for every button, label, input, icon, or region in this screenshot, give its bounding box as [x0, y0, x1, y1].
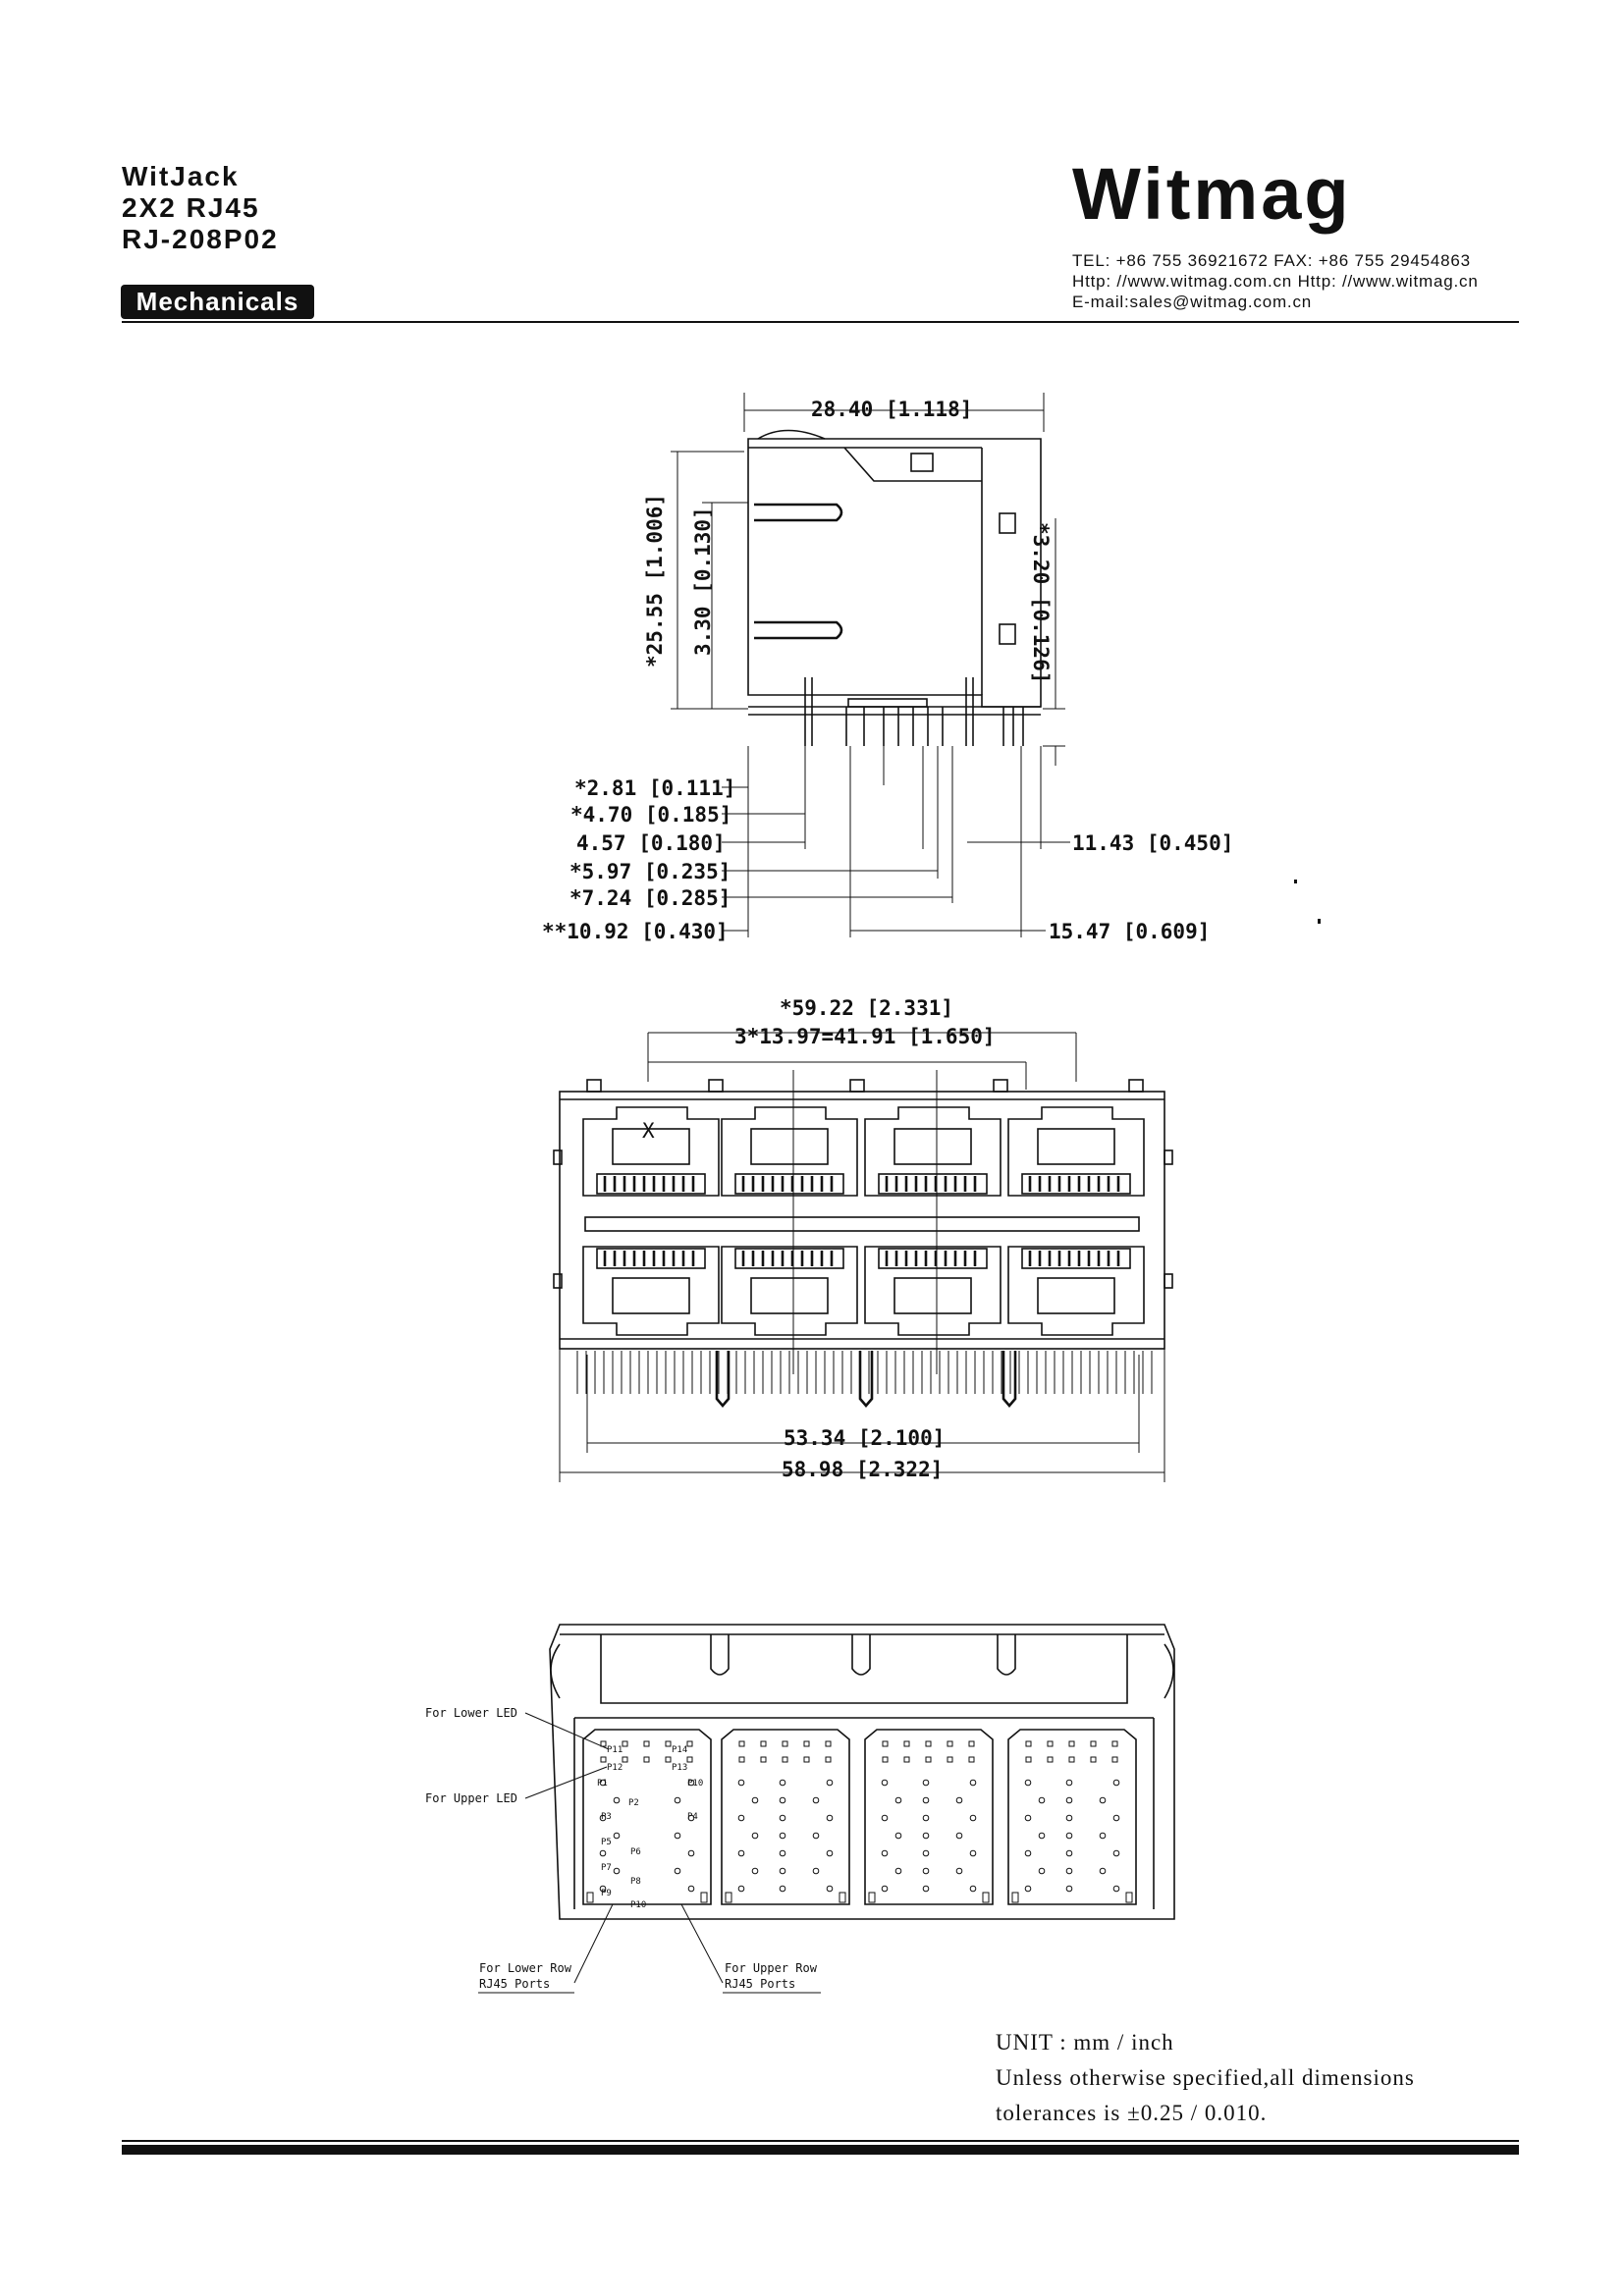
pin-label: P2 [628, 1798, 639, 1808]
pin-label: P14 [672, 1745, 688, 1755]
pin-label: P5 [601, 1838, 612, 1847]
pin-label: P6 [630, 1847, 641, 1857]
pin-label: P11 [607, 1745, 623, 1755]
contact-web: Http: //www.witmag.com.cn Http: //www.wi… [1072, 272, 1479, 291]
label-lower-row-1: For Lower Row [479, 1961, 571, 1975]
dim-right-2: 15.47 [0.609] [1049, 920, 1211, 943]
note-tolerance-2: tolerances is ±0.25 / 0.010. [996, 2101, 1268, 2125]
pin-label: P8 [630, 1877, 641, 1887]
dim-port-pitch: 3*13.97=41.91 [1.650] [734, 1025, 996, 1048]
label-upper-row-1: For Upper Row [725, 1961, 817, 1975]
contact-email: E-mail:sales@witmag.com.cn [1072, 293, 1312, 311]
pin-label: P9 [601, 1889, 612, 1898]
pin-label: P12 [607, 1763, 623, 1773]
header-divider [122, 321, 1519, 323]
product-part-number: RJ-208P02 [122, 224, 279, 254]
pin-label: P4 [687, 1812, 698, 1822]
footer-thick-rule [122, 2145, 1519, 2155]
pin-label: P10 [630, 1900, 647, 1910]
dim-top-width: 28.40 [1.118] [811, 398, 973, 421]
dim-left-6: **10.92 [0.430] [542, 920, 729, 943]
label-upper-row-2: RJ45 Ports [725, 1977, 796, 1991]
section-tag: Mechanicals [121, 285, 314, 319]
label-lower-led: For Lower LED [425, 1706, 517, 1720]
pin-label: P10 [687, 1779, 704, 1789]
pin-label: P7 [601, 1863, 612, 1873]
dim-overall-pitch: *59.22 [2.331] [780, 996, 954, 1020]
dim-right-1: 11.43 [0.450] [1072, 831, 1234, 855]
label-lower-row-2: RJ45 Ports [479, 1977, 551, 1991]
note-tolerance-1: Unless otherwise specified,all dimension… [996, 2065, 1415, 2090]
footer-thin-rule [122, 2140, 1519, 2142]
note-unit: UNIT : mm / inch [996, 2030, 1174, 2055]
dim-bottom-outer: 58.98 [2.322] [782, 1458, 944, 1481]
label-upper-led: For Upper LED [425, 1791, 517, 1805]
product-family: WitJack [122, 161, 240, 191]
dim-left-1: *2.81 [0.111] [574, 776, 736, 800]
contact-phone: TEL: +86 755 36921672 FAX: +86 755 29454… [1072, 251, 1471, 270]
dim-bottom-inner: 53.34 [2.100] [784, 1426, 946, 1450]
product-config: 2X2 RJ45 [122, 192, 260, 223]
brand-logo-text: Witmag [1072, 153, 1352, 235]
port-mark: X [642, 1119, 655, 1143]
dim-left-2: *4.70 [0.185] [570, 803, 732, 827]
pin-label: P3 [601, 1812, 612, 1822]
dim-left-4: *5.97 [0.235] [569, 860, 731, 883]
dim-left-3: 4.57 [0.180] [576, 831, 726, 855]
dim-left-5: *7.24 [0.285] [569, 886, 731, 910]
pin-label: P13 [672, 1763, 688, 1773]
pin-label: P1 [597, 1779, 608, 1789]
